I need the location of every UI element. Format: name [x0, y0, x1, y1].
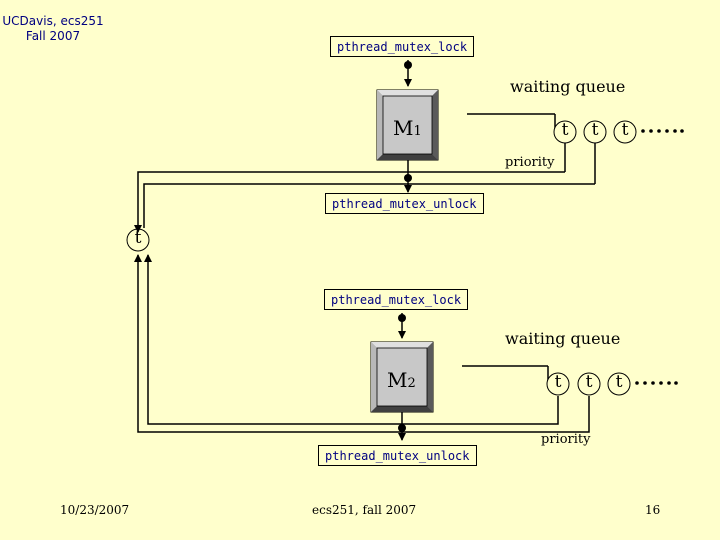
- middle-thread-label: t: [134, 228, 142, 248]
- queue2-thread-2-label: t: [585, 372, 593, 392]
- loop-wire-outer-bottom: [134, 254, 402, 433]
- term-label: Fall 2007: [25, 29, 81, 43]
- queue2-thread-3-label: t: [615, 372, 623, 392]
- queue2-thread-1-label: t: [554, 372, 562, 392]
- mutex1-label: M1: [393, 116, 422, 140]
- lock1-box: pthread_mutex_lock: [330, 36, 475, 57]
- lock2-joint-dot: [398, 314, 406, 322]
- lock2-box: pthread_mutex_lock: [324, 289, 469, 310]
- mutex1-joint-dot: [404, 174, 412, 182]
- queue1-thread-3-label: t: [621, 120, 629, 140]
- footer-page-number: 16: [645, 503, 661, 517]
- queue2-thread-2: [577, 372, 601, 396]
- footer-date: 10/23/2007: [60, 503, 130, 517]
- mutex2-label: M2: [387, 368, 416, 392]
- queue2-ellipsis: [635, 381, 678, 385]
- queue1-thread-2-label: t: [591, 120, 599, 140]
- loop-wire-outer-top: [137, 171, 565, 228]
- priority1-label: priority: [505, 155, 555, 170]
- queue1-thread-2: [583, 120, 607, 144]
- footer-course: ecs251, fall 2007: [312, 503, 417, 517]
- priority2-label: priority: [541, 432, 591, 447]
- mutex1-box: [376, 89, 439, 161]
- queue1-ellipsis: [641, 129, 684, 133]
- loop-wire-inner-top: [143, 183, 595, 228]
- unlock1-box: pthread_mutex_unlock: [325, 193, 484, 214]
- queue2-thread-1: [546, 372, 570, 396]
- queue1-thread-1: [553, 120, 577, 144]
- mutex2-joint-dot: [398, 424, 406, 432]
- loop-wire-inner-bottom: [144, 254, 402, 425]
- queue1-label: waiting queue: [510, 77, 626, 96]
- mutex2-box: [370, 341, 434, 413]
- course-label: UCDavis, ecs251: [2, 14, 104, 28]
- queue1-thread-1-label: t: [561, 120, 569, 140]
- unlock2-box: pthread_mutex_unlock: [318, 445, 477, 466]
- queue1-thread-3: [613, 120, 637, 144]
- lock1-joint-dot: [404, 61, 412, 69]
- queue2-thread-3: [607, 372, 631, 396]
- queue2-label: waiting queue: [505, 329, 621, 348]
